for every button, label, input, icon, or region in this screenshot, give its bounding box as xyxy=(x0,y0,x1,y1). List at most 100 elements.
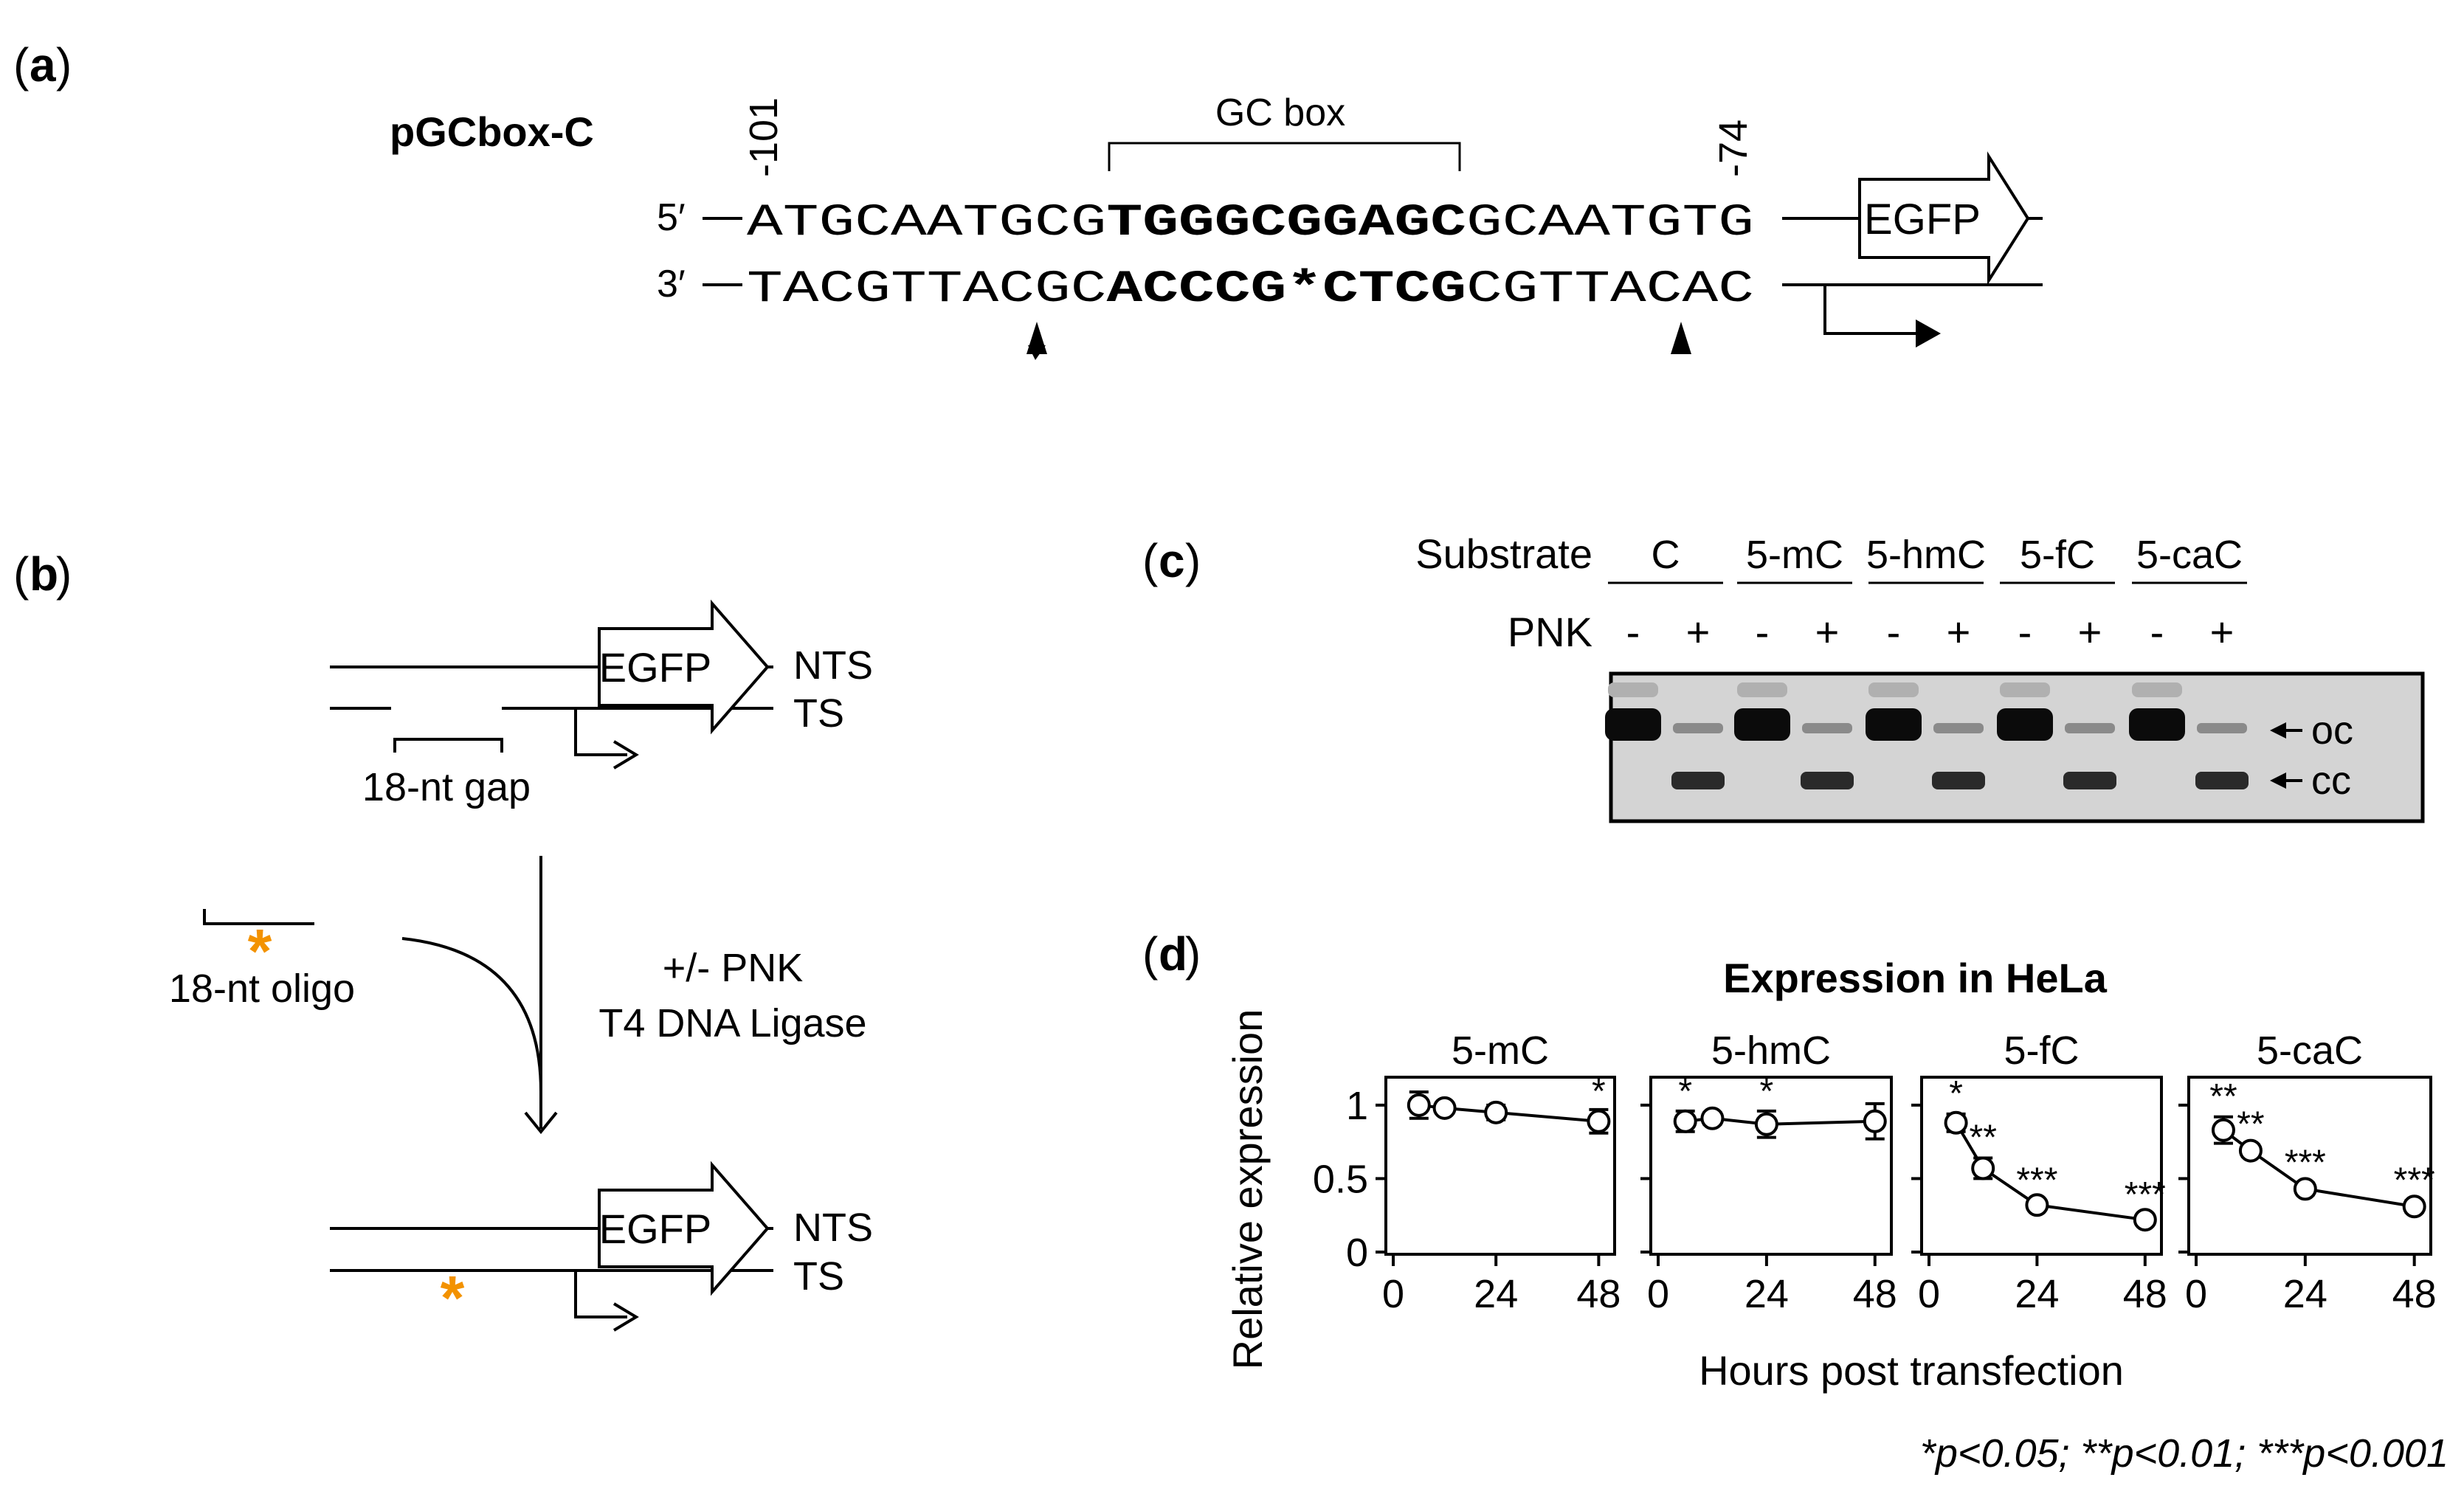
gap-bracket xyxy=(393,738,503,753)
data-point xyxy=(2133,1208,2157,1232)
chart-title: Expression in HeLa xyxy=(1723,955,2108,1001)
gel-band-well xyxy=(2132,682,2182,697)
egfp-gene-arrow-icon xyxy=(1858,151,2030,286)
y-tick-label: 1 xyxy=(1346,1084,1368,1128)
pnk-sign: - xyxy=(1887,609,1901,655)
plot-frame xyxy=(2187,1076,2432,1256)
ts-label-top: TS xyxy=(793,691,844,736)
pnk-sign: + xyxy=(1686,609,1711,655)
x-tick-label: 24 xyxy=(1745,1272,1789,1316)
nts-label-top: NTS xyxy=(793,643,873,688)
oligo-label: 18-nt oligo xyxy=(169,967,355,1011)
significance-stars: ** xyxy=(2237,1105,2264,1144)
promoter-arrow-line xyxy=(1823,285,1922,335)
x-tick-label: 0 xyxy=(2185,1272,2207,1316)
cc-arrow-icon xyxy=(2270,772,2286,789)
significance-stars: ** xyxy=(1970,1119,1997,1158)
gel-band-cc xyxy=(1801,772,1854,789)
substrate-label-c: C xyxy=(1652,533,1680,577)
panel-a-open-paren: ( xyxy=(13,38,29,91)
panel-a-close-paren: ) xyxy=(56,38,72,91)
egfp-gene-arrow-bottom-icon xyxy=(598,1161,770,1296)
y-tick-label: 0.5 xyxy=(1313,1157,1368,1201)
panel-a: ( a ) pGCbox-C -101 -74 GC box 5′ 3′ ATG… xyxy=(13,38,2043,360)
panel-a-label: a xyxy=(30,38,56,91)
x-tick-label: 24 xyxy=(2015,1272,2059,1316)
panel-d-close-paren: ) xyxy=(1185,927,1201,981)
promoter-arrow-bottom-line xyxy=(574,1270,627,1318)
panel-b-open-paren: ( xyxy=(13,547,29,601)
x-tick-label: 0 xyxy=(1382,1272,1404,1316)
substrate-label: Substrate xyxy=(1415,530,1592,577)
panel-c-label: c xyxy=(1159,534,1185,587)
gc-box-label: GC box xyxy=(1215,91,1345,134)
gel-band-well xyxy=(1737,682,1787,697)
ts-label-bottom: TS xyxy=(793,1254,844,1299)
gel-band-well xyxy=(1868,682,1919,697)
x-tick-label: 48 xyxy=(2123,1272,2167,1316)
x-axis-label: Hours post transfection xyxy=(1699,1347,2124,1394)
data-point xyxy=(2293,1177,2317,1201)
gap-label: 18-nt gap xyxy=(362,765,531,809)
strand-3-label: 3′ xyxy=(657,263,686,305)
data-point xyxy=(1944,1110,1968,1135)
panel-b-close-paren: ) xyxy=(56,547,72,601)
promoter-arrow-bottom-icon xyxy=(612,1302,639,1332)
series-label: 5-caC xyxy=(2257,1028,2363,1073)
pnk-sign: + xyxy=(1947,609,1971,655)
substrate-label-5-mc: 5-mC xyxy=(1746,533,1843,577)
pnk-sign: - xyxy=(1626,609,1640,655)
oligo-insertion-curve xyxy=(401,937,542,1093)
x-tick-label: 48 xyxy=(1576,1272,1621,1316)
panel-b: ( b ) EGFP NTS TS 18-nt gap * 18-nt olig… xyxy=(13,547,873,1332)
series-line xyxy=(1418,1103,1599,1123)
modification-star-ts-icon: * xyxy=(441,1263,465,1332)
data-point xyxy=(1673,1109,1697,1133)
pnk-sign: + xyxy=(1815,609,1840,655)
x-tick-label: 24 xyxy=(1474,1272,1518,1316)
series-line xyxy=(1685,1116,1875,1126)
gel-band-cc xyxy=(2063,772,2116,789)
gel-band-oc-strong xyxy=(2129,708,2185,741)
reaction-line-1: +/- PNK xyxy=(663,946,804,990)
panel-c-open-paren: ( xyxy=(1142,534,1158,587)
data-point xyxy=(1971,1156,1995,1180)
pnk-label: PNK xyxy=(1508,609,1592,655)
data-point xyxy=(1432,1096,1457,1120)
series-label: 5-hmC xyxy=(1711,1028,1831,1073)
gel-band-well xyxy=(2000,682,2050,697)
reaction-arrowhead-icon xyxy=(524,1111,558,1135)
panel-d-open-paren: ( xyxy=(1142,927,1158,981)
construct-name: pGCbox-C xyxy=(390,108,594,155)
oligo-strand xyxy=(203,909,314,925)
data-point xyxy=(2025,1193,2049,1217)
pnk-sign: + xyxy=(2210,609,2234,655)
pnk-signs: -+-+-+-+-+ xyxy=(1626,609,2234,655)
gel-band-cc xyxy=(1671,772,1725,789)
x-tick-label: 48 xyxy=(2392,1272,2437,1316)
data-point xyxy=(1754,1112,1778,1136)
panel-d: ( d ) Expression in HeLa Relative expres… xyxy=(1142,927,2449,1476)
pnk-sign: - xyxy=(2150,609,2164,655)
gel-band-oc-weak xyxy=(1802,723,1852,733)
nts-label-bottom: NTS xyxy=(793,1206,873,1250)
data-point xyxy=(2402,1195,2426,1219)
pnk-sign: - xyxy=(1756,609,1770,655)
pnk-sign: - xyxy=(2018,609,2032,655)
series-label: 5-mC xyxy=(1452,1028,1549,1073)
x-tick-label: 24 xyxy=(2283,1272,2327,1316)
x-tick-label: 0 xyxy=(1647,1272,1669,1316)
x-tick-label: 48 xyxy=(1853,1272,1897,1316)
gel-band-oc-weak xyxy=(2065,723,2115,733)
position-end: -74 xyxy=(1711,120,1756,177)
reaction-line-2: T4 DNA Ligase xyxy=(598,1001,866,1045)
promoter-arrow-top-icon xyxy=(612,740,639,770)
gel-band-oc-strong xyxy=(1734,708,1790,741)
substrate-label-5-fc: 5-fC xyxy=(2020,533,2095,577)
